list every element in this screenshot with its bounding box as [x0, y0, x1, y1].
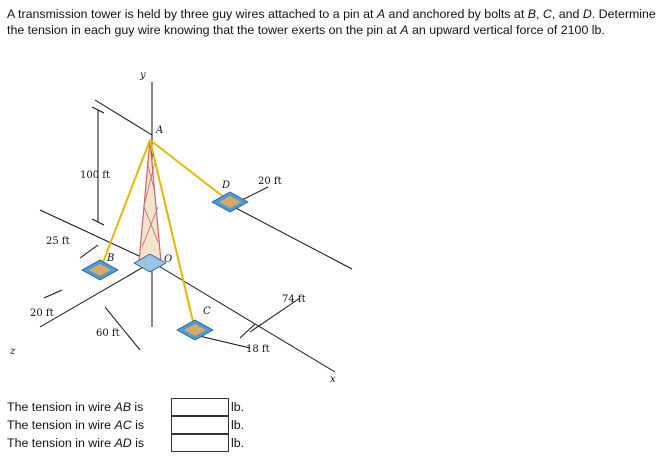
anchor-d	[211, 191, 249, 213]
answer-prefix: The tension in wire	[7, 436, 115, 450]
answer-prefix: The tension in wire	[7, 400, 115, 414]
tower-base	[133, 253, 167, 273]
point-a-ref: A	[376, 7, 386, 21]
answer-label-ac: The tension in wire AC is	[7, 418, 144, 432]
wire-ac	[149, 139, 196, 331]
label-dim-25: 25 ft	[46, 236, 70, 247]
dim-20-top-line	[241, 186, 269, 201]
label-dim-100: 100 ft	[80, 170, 110, 181]
problem-text-2: and anchored by bolts at	[385, 7, 528, 21]
anchor-b	[81, 259, 119, 281]
label-a: A	[155, 125, 163, 136]
problem-text-5: an upward vertical force of 2100 lb.	[408, 22, 605, 37]
unit-label-ac: lb.	[231, 418, 245, 432]
dim-74-line	[249, 297, 301, 333]
dim-18-line	[239, 323, 256, 339]
dim-20-left-line	[43, 289, 63, 299]
anchor-c	[176, 319, 214, 341]
point-b-ref: B	[527, 7, 536, 21]
wire-ad	[149, 139, 231, 203]
label-o: O	[164, 254, 172, 265]
label-dim-60: 60 ft	[96, 328, 120, 339]
answer-suffix: is	[130, 400, 144, 414]
tower-brace-4	[141, 206, 159, 248]
point-d-ref: D	[582, 7, 592, 21]
dim-60-line	[104, 306, 141, 351]
ref-line-d-right	[229, 204, 353, 270]
answer-suffix: is	[131, 436, 145, 450]
answer-label-ab: The tension in wire AB is	[7, 400, 143, 414]
unit-label-ad: lb.	[231, 436, 245, 450]
tower-figure: y A D B O C z x 100 ft 20 ft 25 ft 20 ft…	[9, 70, 353, 385]
dim-100-top-tick	[91, 106, 105, 114]
ref-line-base	[39, 209, 153, 263]
label-dim-20-left: 20 ft	[30, 308, 54, 319]
ref-line-c-down	[194, 334, 251, 349]
label-y: y	[139, 70, 146, 81]
tower-brace-2	[144, 161, 156, 203]
x-axis	[151, 261, 336, 373]
wire-name-ab: AB	[114, 400, 131, 414]
dim-25-line	[79, 244, 99, 259]
label-z: z	[9, 346, 16, 357]
tension-ac-input[interactable]	[171, 416, 229, 434]
wire-ab	[99, 139, 151, 271]
answer-prefix: The tension in wire	[7, 418, 115, 432]
wire-name-ac: AC	[114, 418, 132, 432]
ref-line-top	[94, 99, 153, 136]
label-dim-20-top: 20 ft	[258, 176, 282, 187]
z-axis	[39, 261, 153, 328]
label-d: D	[221, 180, 230, 191]
problem-text-3: , and	[551, 7, 583, 21]
label-x: x	[330, 374, 336, 385]
label-c: C	[203, 306, 211, 317]
label-dim-18: 18 ft	[246, 344, 270, 355]
tension-ad-input[interactable]	[171, 434, 229, 452]
problem-statement: A transmission tower is held by three gu…	[7, 7, 667, 38]
label-dim-74: 74 ft	[282, 294, 306, 305]
dim-100-bot-tick	[91, 218, 105, 226]
problem-sep: ,	[535, 7, 543, 21]
tension-ab-input[interactable]	[171, 398, 229, 416]
problem-text-4: . Determine the tension in each guy wire…	[7, 7, 656, 37]
point-c-ref: C	[542, 7, 552, 21]
unit-label-ab: lb.	[231, 400, 245, 414]
wire-name-ad: AD	[114, 436, 132, 450]
answer-label-ad: The tension in wire AD is	[7, 436, 144, 450]
point-a-ref-2: A	[400, 22, 409, 37]
label-b: B	[106, 253, 114, 264]
answer-suffix: is	[131, 418, 145, 432]
problem-text-1: A transmission tower is held by three gu…	[7, 7, 377, 21]
